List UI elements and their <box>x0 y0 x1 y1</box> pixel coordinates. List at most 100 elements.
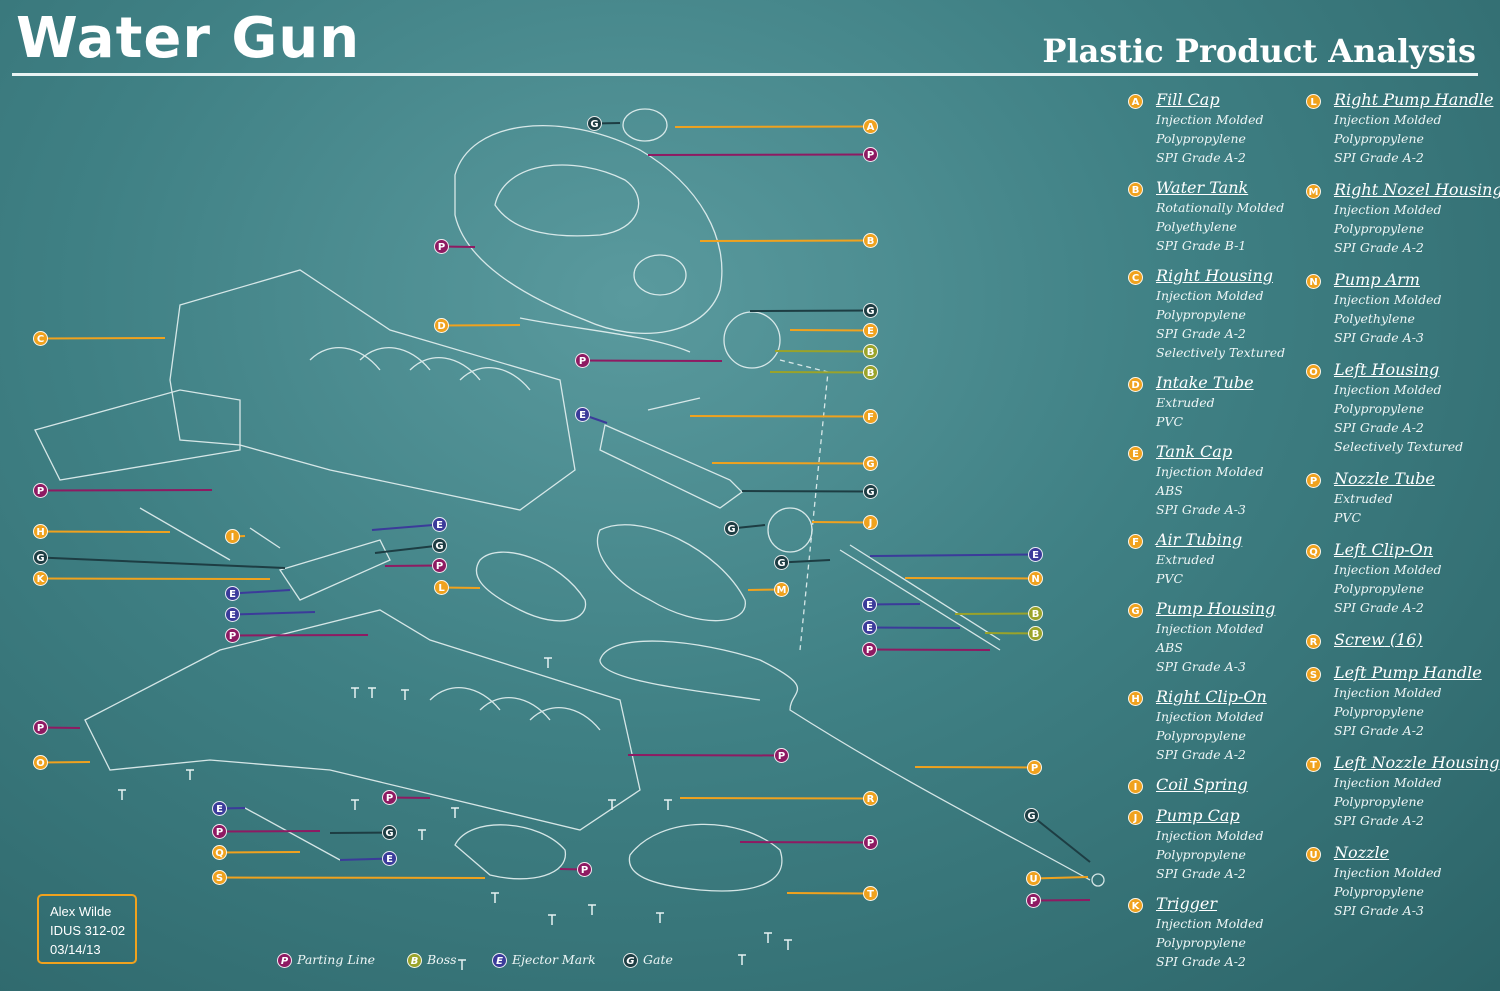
callout-gate: G <box>1024 808 1039 823</box>
part-letter-badge: N <box>1306 274 1321 289</box>
key-item-ejector-mark: E Ejector Mark <box>492 952 596 968</box>
part-name: Right Clip-On <box>1156 687 1267 706</box>
header-rule <box>12 73 1478 76</box>
leader-line <box>647 153 871 156</box>
leader-line <box>789 329 871 332</box>
part-letter-badge: R <box>1306 634 1321 649</box>
part-detail: Injection Molded <box>1334 685 1442 700</box>
credit-name: Alex Wilde <box>50 904 112 919</box>
part-detail: Injection Molded <box>1156 621 1264 636</box>
callout-ejector-mark: E <box>382 851 397 866</box>
leader-line <box>40 530 171 533</box>
leader-line <box>40 761 91 764</box>
callout-part: N <box>1028 571 1043 586</box>
leader-line <box>1033 899 1091 902</box>
screw-shape <box>548 914 556 925</box>
screw-shape <box>764 932 772 943</box>
screw-shape <box>664 799 672 810</box>
part-name: Right Housing <box>1156 266 1273 285</box>
part-detail: Polypropylene <box>1334 221 1424 236</box>
water-tank-window <box>494 164 640 237</box>
screw-shape <box>608 799 616 810</box>
intake-tube-shape <box>519 317 691 353</box>
nozzle-tube-shape <box>599 640 1091 881</box>
key-item-parting-line: P Parting Line <box>277 952 375 968</box>
part-name: Left Nozzle Housing <box>1334 753 1500 772</box>
part-detail: Polypropylene <box>1334 131 1424 146</box>
callout-parting-line: P <box>1026 893 1041 908</box>
callout-parting-line: P <box>774 748 789 763</box>
callout-part: Q <box>212 845 227 860</box>
leader-line <box>441 324 521 327</box>
leader-line <box>674 125 871 128</box>
part-detail: SPI Grade B-1 <box>1156 238 1247 253</box>
part-letter-badge: Q <box>1306 544 1321 559</box>
key-gate-label: Gate <box>643 952 673 967</box>
part-detail: Polypropylene <box>1334 704 1424 719</box>
part-detail: SPI Grade A-2 <box>1334 813 1424 828</box>
screw-shape <box>401 689 409 700</box>
leader-line <box>1033 876 1089 880</box>
callout-gate: G <box>774 555 789 570</box>
key-boss-icon: B <box>407 953 422 968</box>
leader-line <box>371 523 440 531</box>
callout-parting-line: P <box>33 720 48 735</box>
callout-part: E <box>863 323 878 338</box>
part-detail: SPI Grade A-2 <box>1156 866 1246 881</box>
part-letter-badge: A <box>1128 94 1143 109</box>
part-letter-badge: D <box>1128 377 1143 392</box>
part-detail: ABS <box>1156 483 1183 498</box>
part-detail: Injection Molded <box>1334 292 1442 307</box>
part-name: Pump Cap <box>1156 806 1240 825</box>
part-name: Left Pump Handle <box>1334 663 1482 682</box>
leader-line <box>689 415 871 418</box>
part-name: Coil Spring <box>1156 775 1248 794</box>
screw-shape <box>491 892 499 903</box>
part-name: Right Pump Handle <box>1334 90 1494 109</box>
leader-line <box>699 239 871 242</box>
part-detail: SPI Grade A-2 <box>1156 150 1246 165</box>
callout-gate: G <box>863 303 878 318</box>
screw-shape <box>544 657 552 668</box>
part-quantity: (16) <box>1384 630 1423 649</box>
part-letter-badge: H <box>1128 691 1143 706</box>
callout-gate: G <box>587 116 602 131</box>
leader-line <box>40 489 213 492</box>
pump-housing-shape <box>599 424 743 509</box>
callout-part: S <box>212 870 227 885</box>
callout-gate: G <box>33 550 48 565</box>
part-detail: Injection Molded <box>1156 288 1264 303</box>
leader-line <box>739 841 871 844</box>
part-detail: Polypropylene <box>1156 847 1246 862</box>
part-letter-badge: U <box>1306 847 1321 862</box>
part-name: Right Nozel Housing <box>1334 180 1500 199</box>
leader-line <box>749 309 871 312</box>
part-name: Tank Cap <box>1156 442 1233 461</box>
part-detail: Extruded <box>1334 491 1393 506</box>
leader-line <box>914 766 1035 769</box>
part-name: Nozzle <box>1334 843 1390 862</box>
leader-line <box>329 831 390 834</box>
part-detail: SPI Grade A-2 <box>1156 747 1246 762</box>
part-name: Left Clip-On <box>1334 540 1434 559</box>
leader-line <box>1030 814 1091 863</box>
part-detail: Injection Molded <box>1156 112 1264 127</box>
assembly-dash-line <box>779 359 829 651</box>
part-detail: Polypropylene <box>1334 401 1424 416</box>
callout-part: A <box>863 119 878 134</box>
callout-gate: G <box>382 825 397 840</box>
callout-parting-line: P <box>432 558 447 573</box>
leader-line <box>374 544 440 554</box>
leader-lines <box>40 122 1091 902</box>
part-letter-badge: B <box>1128 182 1143 197</box>
